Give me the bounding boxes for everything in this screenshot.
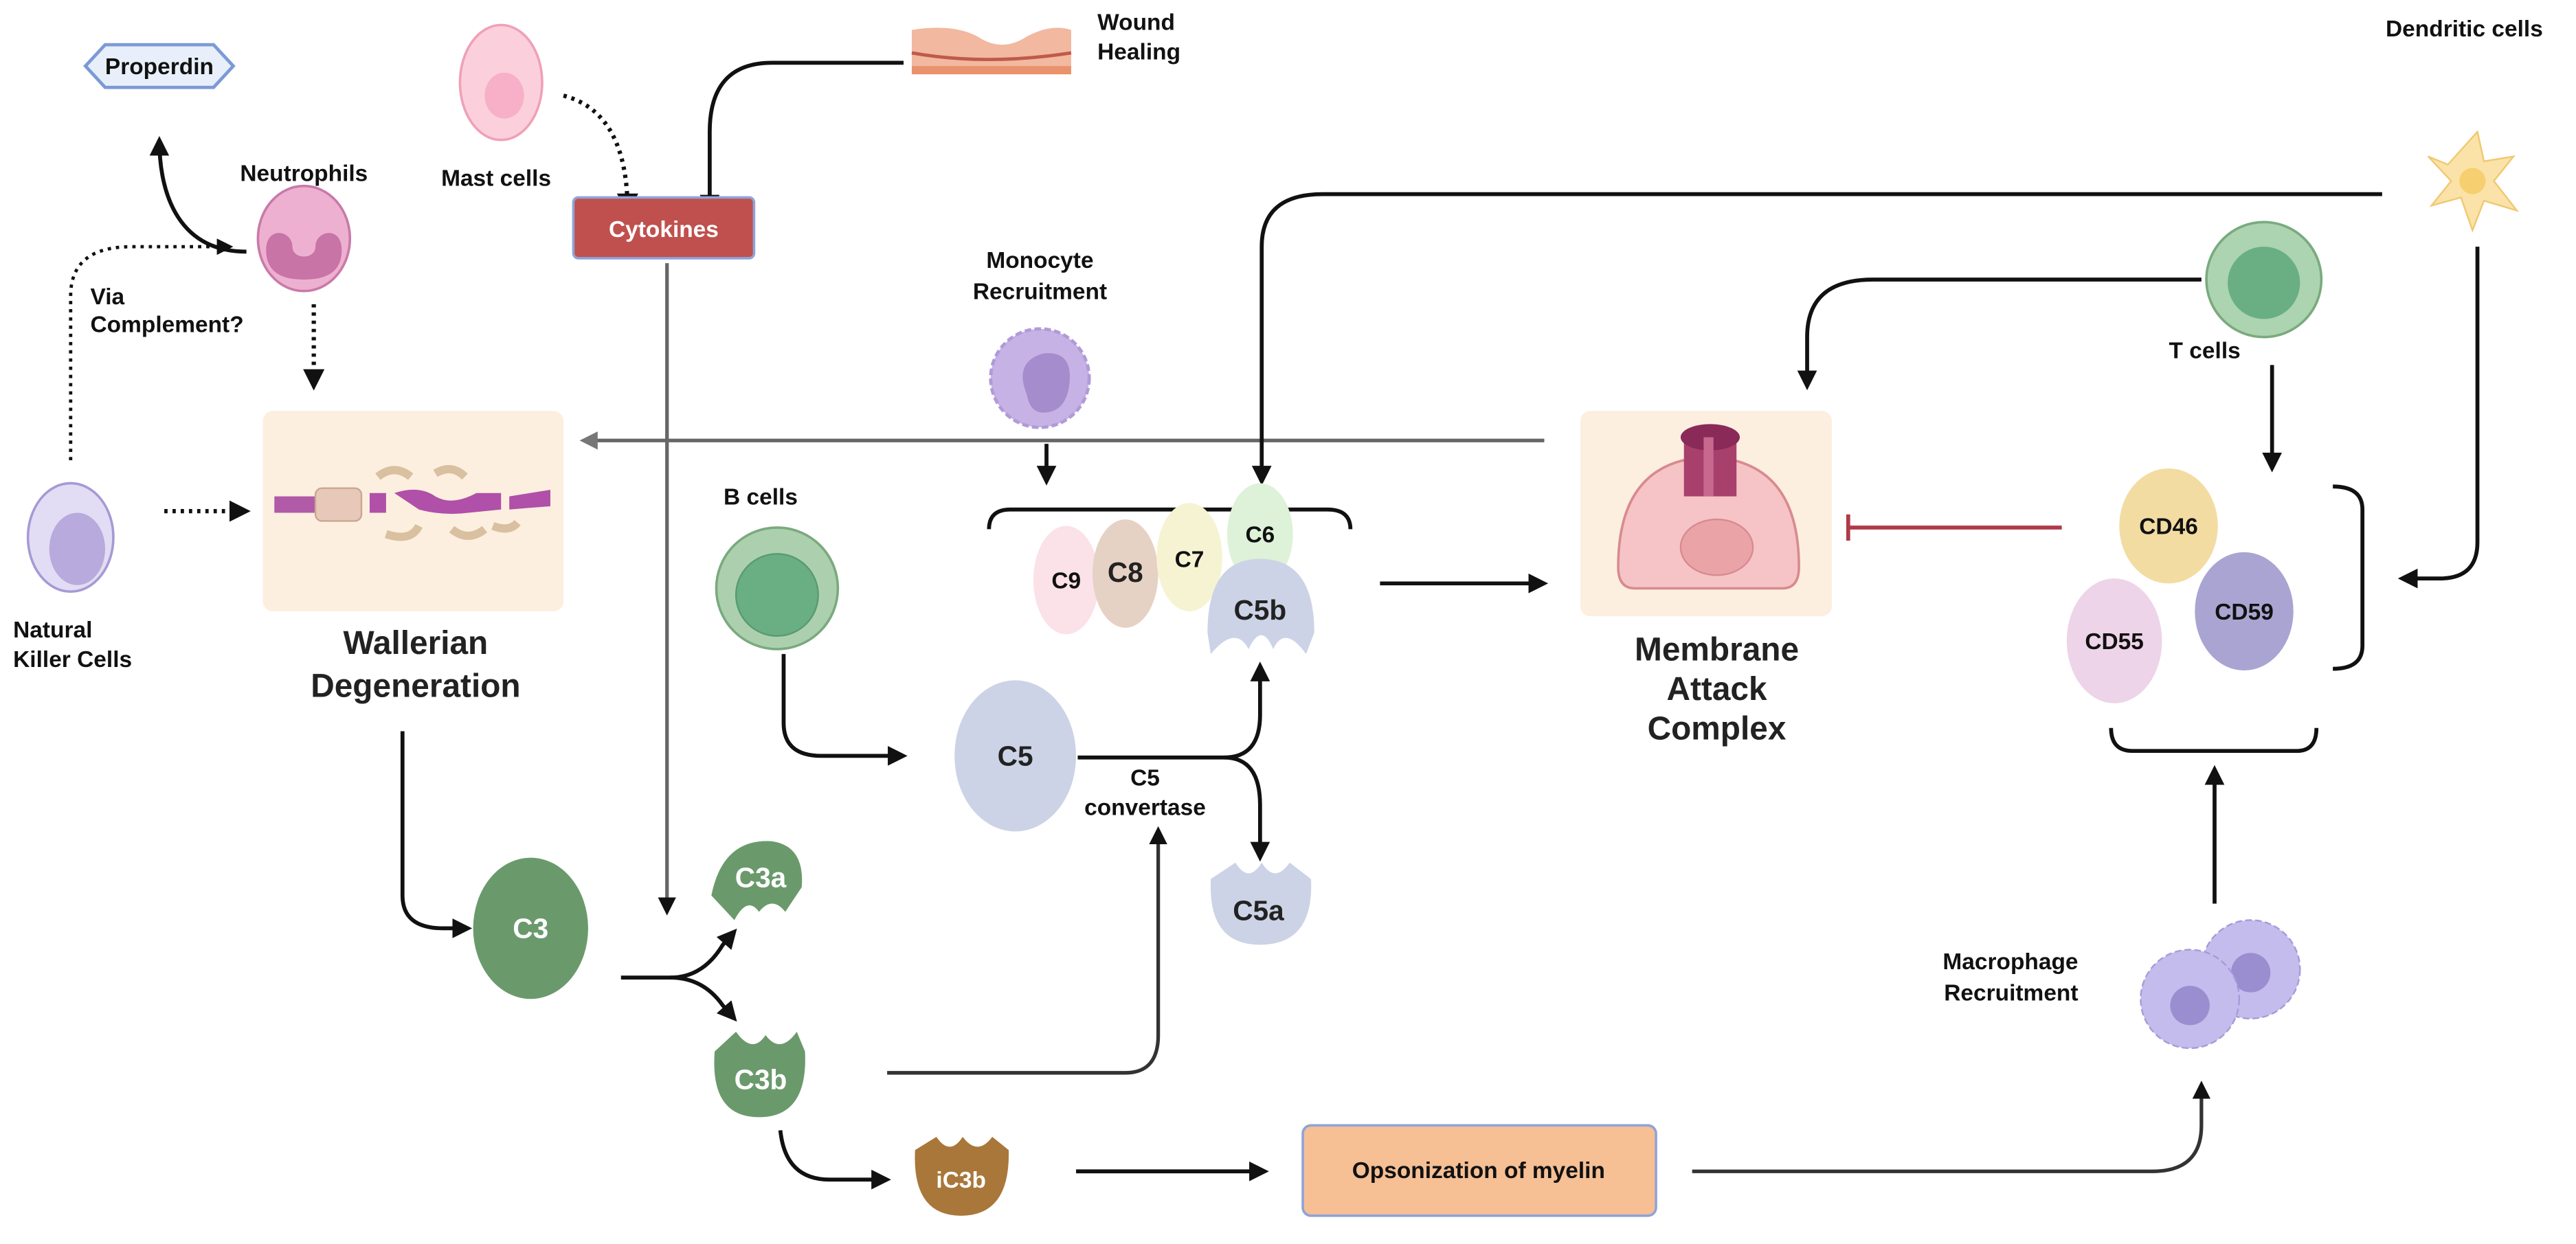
- cd55-molecule: CD55: [2066, 578, 2162, 703]
- arrow-c3-to-c3a: [620, 928, 737, 980]
- arrow-c5-to-c5a: [1224, 755, 1270, 862]
- c5a-molecule: C5a: [1210, 862, 1312, 945]
- neutrophil-cell-icon: [256, 184, 352, 293]
- ic3b-label: iC3b: [936, 1168, 986, 1193]
- monocyte-cell-icon: [989, 327, 1091, 429]
- arrow-wallerian-to-c3: [400, 731, 473, 938]
- wound-healing-skin-icon: [911, 27, 1072, 75]
- c5a-label: C5a: [1233, 894, 1284, 926]
- ic3b-molecule: iC3b: [915, 1137, 1009, 1216]
- macrophage-cells-icon: [2140, 919, 2301, 1050]
- arrow-bcell-to-c5: [781, 654, 908, 766]
- c8-molecule: C8: [1092, 519, 1158, 628]
- monocyte-label-1: Monocyte: [986, 248, 1093, 273]
- macrophage-label-2: Recruitment: [1944, 981, 2078, 1006]
- mac-label-2: Attack: [1666, 671, 1767, 708]
- c3a-label: C3a: [735, 862, 787, 894]
- wallerian-degeneration-panel: [262, 411, 564, 611]
- arrow-dendritic-to-c5b: [1251, 192, 2382, 486]
- arrow-c3b-to-ic3b: [778, 1130, 891, 1190]
- wound-healing-label-1: Wound: [1097, 10, 1175, 36]
- c6-molecule: C6: [1227, 483, 1293, 585]
- mac-label-1: Membrane: [1635, 632, 1799, 668]
- arrow-c5-to-c5b: [1077, 661, 1270, 760]
- cytokines-box: Cytokines: [572, 196, 756, 260]
- macrophage-label-1: Macrophage: [1942, 949, 2078, 975]
- c6-label: C6: [1245, 523, 1275, 548]
- bracket-cd-right: [2333, 484, 2365, 671]
- b-cells-label: B cells: [724, 485, 798, 510]
- cytokines-label: Cytokines: [609, 217, 719, 242]
- cd46-molecule: CD46: [2119, 468, 2218, 584]
- monocyte-label-2: Recruitment: [973, 280, 1107, 305]
- arrow-nk-to-neutrophils: [69, 238, 234, 460]
- wallerian-label-1: Wallerian: [344, 625, 489, 661]
- b-cell-icon: [715, 526, 840, 651]
- inhibition-cd-to-mac: [1846, 514, 2062, 541]
- c9-molecule: C9: [1033, 525, 1099, 635]
- neutrophils-label: Neutrophils: [240, 161, 368, 187]
- wound-healing-label-2: Healing: [1097, 40, 1180, 65]
- arrow-neutrophil-to-properdin: [149, 136, 247, 254]
- c3-label: C3: [513, 913, 548, 945]
- opsonization-box: Opsonization of myelin: [1301, 1124, 1657, 1217]
- opsonization-label: Opsonization of myelin: [1352, 1158, 1605, 1184]
- c9-label: C9: [1051, 568, 1081, 593]
- properdin-node: Properdin: [83, 43, 236, 89]
- c5-convertase-label-1: C5: [1130, 765, 1160, 791]
- c5-convertase-label-2: convertase: [1084, 795, 1206, 820]
- cd55-label: CD55: [2085, 629, 2144, 655]
- dendritic-cells-label: Dendritic cells: [2386, 16, 2543, 42]
- nk-cells-label-1: Natural: [13, 618, 92, 643]
- mac-label-3: Complex: [1648, 710, 1787, 747]
- membrane-attack-complex-panel: [1580, 411, 1832, 617]
- c5-molecule: C5: [954, 680, 1077, 832]
- c3a-molecule: C3a: [711, 841, 803, 920]
- nk-cells-label-2: Killer Cells: [13, 647, 132, 672]
- c7-molecule: C7: [1156, 503, 1222, 611]
- c5-label: C5: [998, 740, 1033, 772]
- dendritic-cell-icon: [2427, 130, 2520, 233]
- arrow-tcell-to-mac: [1797, 278, 2202, 391]
- via-complement-label-2: Complement?: [91, 312, 244, 337]
- mast-cells-label: Mast cells: [441, 166, 551, 192]
- arrow-wound-to-cytokines: [699, 60, 904, 215]
- c3b-molecule: C3b: [714, 1032, 805, 1118]
- cd59-label: CD59: [2215, 600, 2274, 625]
- bracket-cd-bottom: [2109, 727, 2319, 754]
- c5b-molecule: C5b: [1207, 558, 1314, 655]
- cd59-molecule: CD59: [2195, 552, 2294, 671]
- cd46-label: CD46: [2139, 514, 2198, 540]
- c7-label: C7: [1175, 547, 1205, 572]
- t-cell-icon: [2205, 220, 2323, 339]
- arrow-dendritic-to-cd: [2397, 247, 2480, 589]
- properdin-label: Properdin: [105, 54, 214, 80]
- wallerian-label-2: Degeneration: [311, 668, 520, 704]
- arrow-opsonization-to-macrophage: [1692, 1081, 2211, 1173]
- arrow-c3-to-c3b: [670, 975, 737, 1022]
- arrow-c3b-to-c5-convertase: [887, 826, 1167, 1075]
- c8-label: C8: [1108, 556, 1143, 588]
- c3b-label: C3b: [735, 1064, 787, 1096]
- nk-cell-icon: [26, 482, 115, 593]
- t-cells-label: T cells: [2169, 339, 2241, 364]
- c3-molecule: C3: [473, 857, 588, 999]
- bracket-mac-components: [987, 507, 1353, 530]
- c5b-label: C5b: [1233, 594, 1286, 626]
- mast-cell-icon: [458, 23, 544, 142]
- via-complement-label-1: Via: [91, 284, 125, 310]
- arrow-mast-to-cytokines: [563, 93, 638, 215]
